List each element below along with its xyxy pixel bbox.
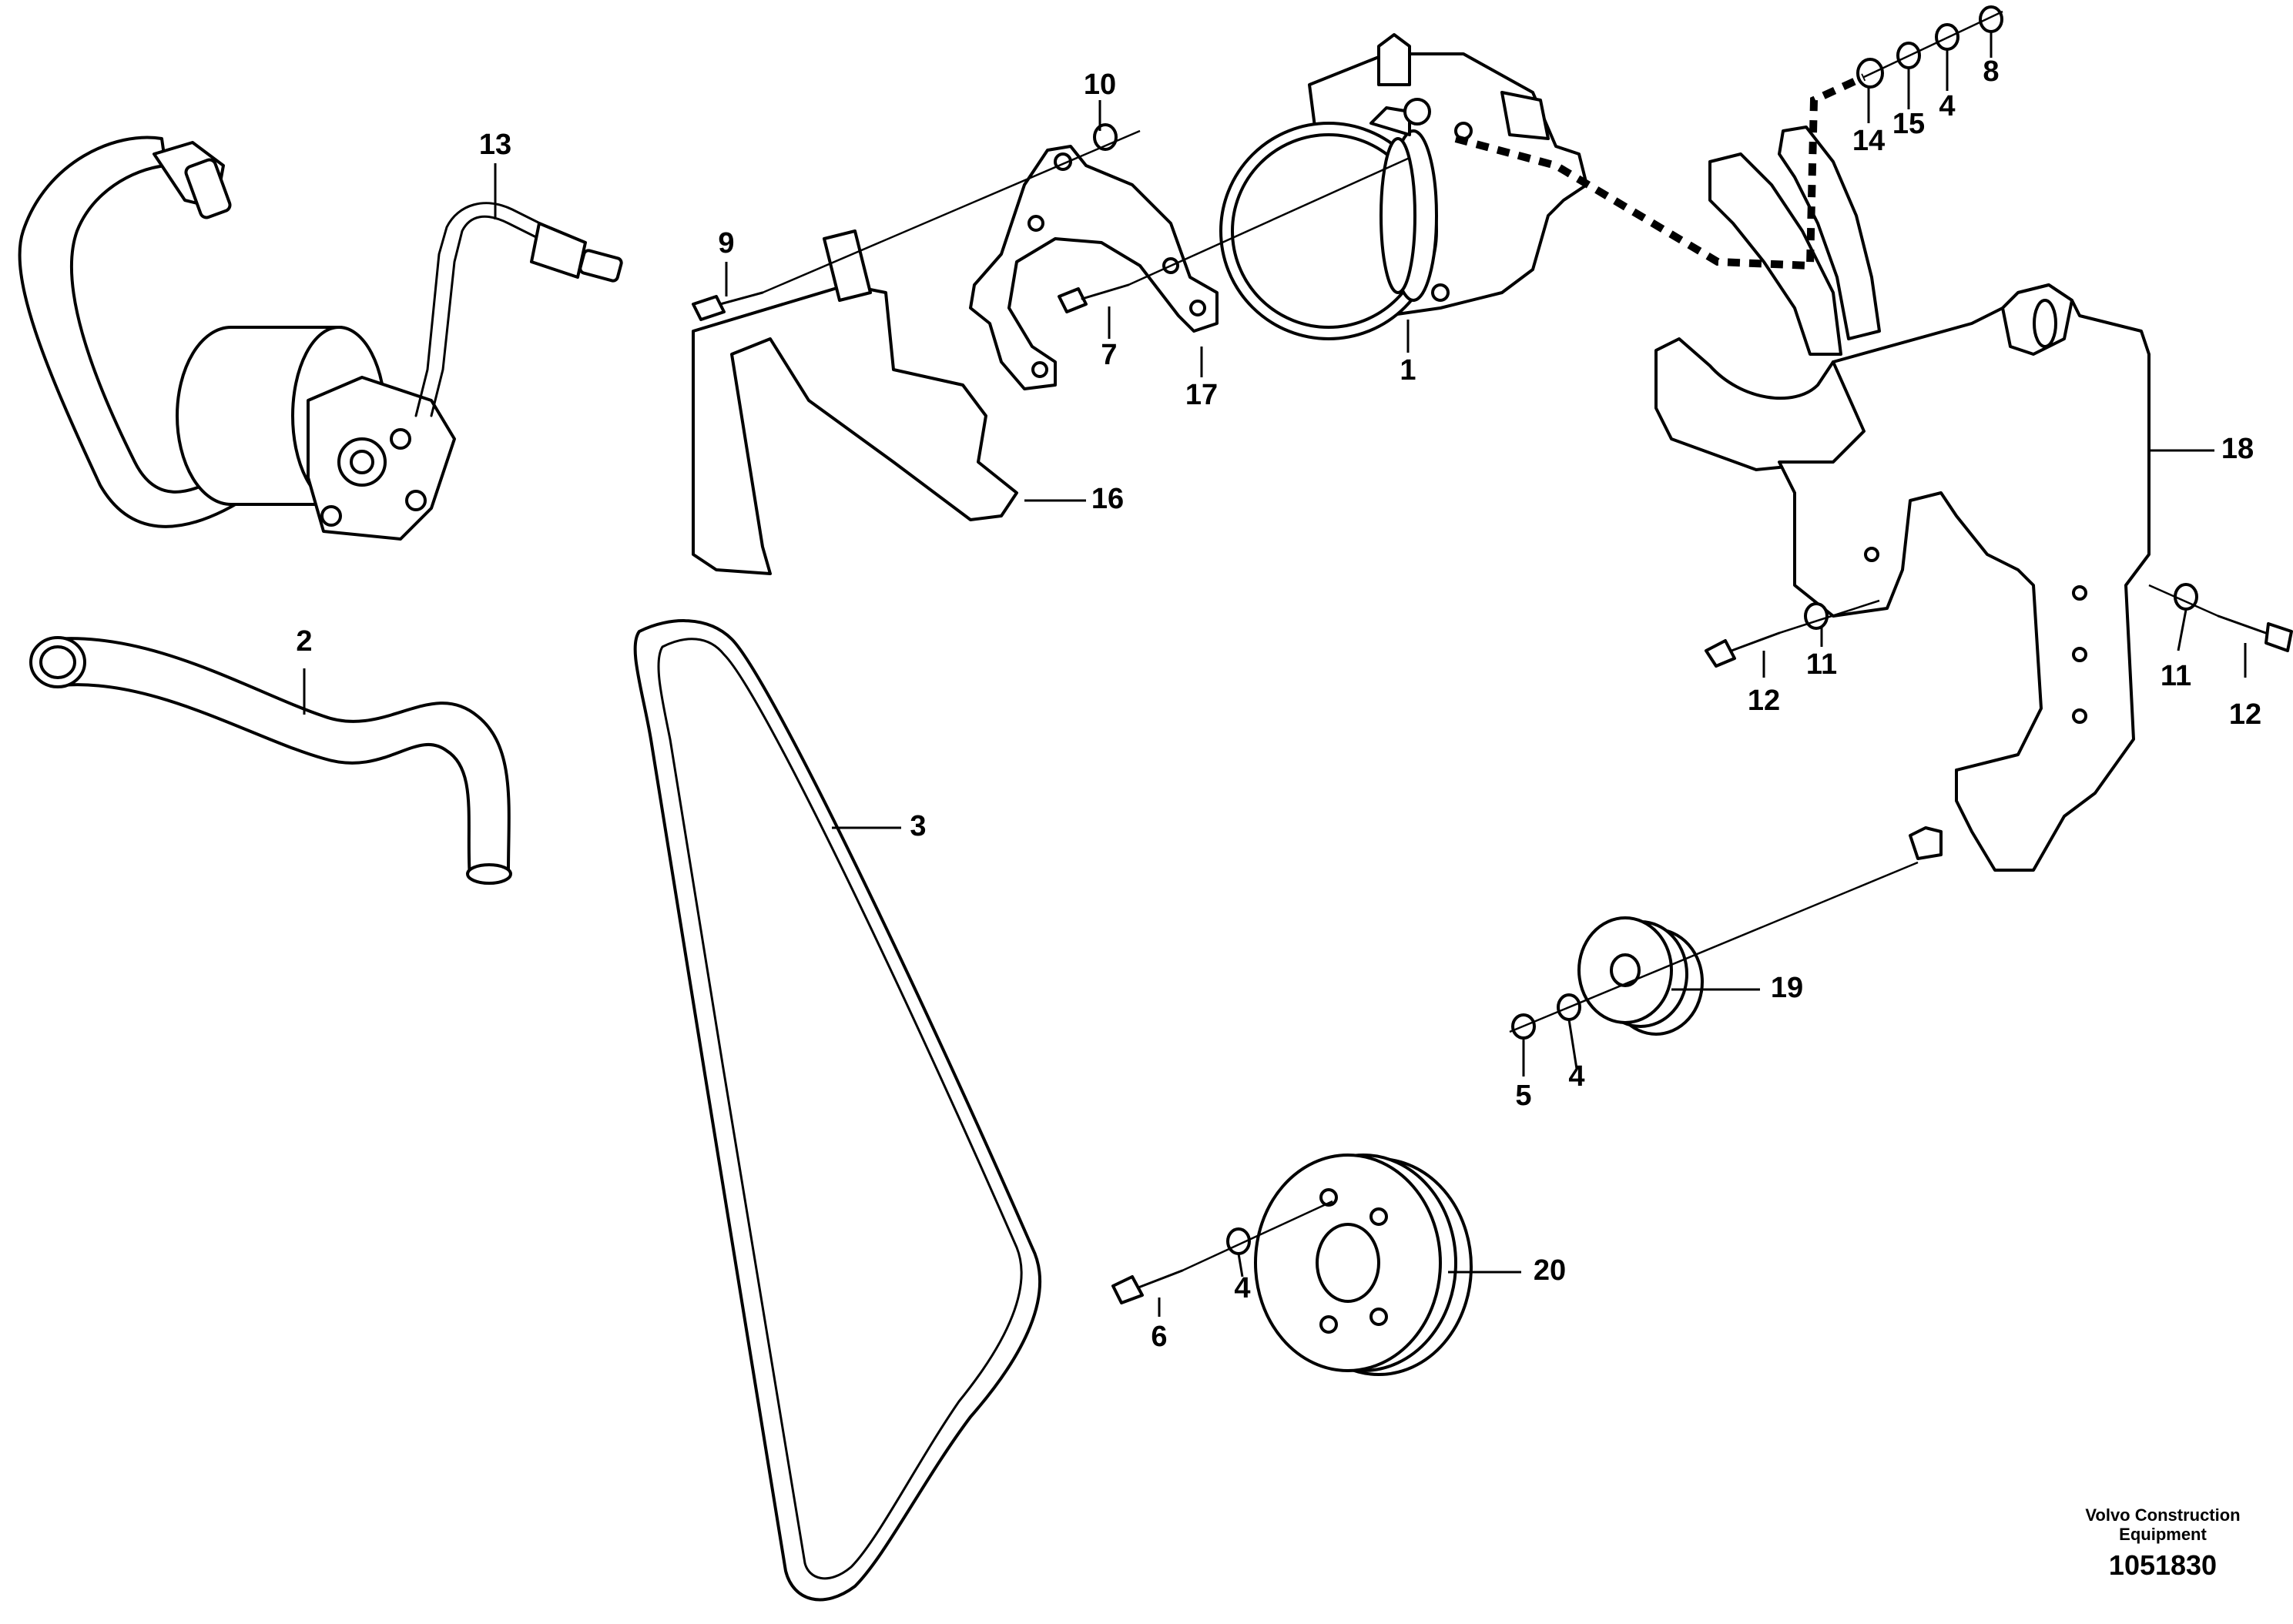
callout-8: 8 (1983, 55, 1999, 88)
callout-12-left: 12 (1748, 685, 1780, 717)
document-reference: Volvo Construction Equipment 1051830 (2085, 1505, 2240, 1581)
callout-2: 2 (296, 625, 312, 658)
callout-13: 13 (479, 129, 511, 161)
callout-10: 10 (1084, 69, 1116, 101)
company-name-line1: Volvo Construction (2085, 1505, 2240, 1525)
callout-11-right: 11 (2161, 660, 2191, 692)
callout-4-idler: 4 (1568, 1060, 1584, 1093)
assembly-lines (762, 10, 2219, 1272)
idler-pulley-19 (1577, 916, 1704, 1036)
callout-12-right: 12 (2229, 698, 2261, 731)
callout-7: 7 (1101, 339, 1117, 371)
main-bracket-18 (1654, 126, 2151, 872)
callout-16: 16 (1091, 483, 1124, 515)
hose-2 (29, 636, 512, 885)
callout-15: 15 (1892, 108, 1925, 140)
callout-17: 17 (1185, 379, 1218, 411)
callout-9: 9 (718, 227, 734, 260)
v-belt-3 (633, 619, 1042, 1602)
crank-pulley-20 (1254, 1154, 1473, 1376)
callout-11-left: 11 (1806, 648, 1837, 681)
callout-4-top: 4 (1939, 90, 1955, 122)
company-name-line2: Equipment (2119, 1525, 2207, 1544)
callout-4-crank: 4 (1234, 1272, 1250, 1304)
bracket-16 (692, 229, 1018, 575)
document-number: 1051830 (2109, 1549, 2217, 1581)
callout-14: 14 (1852, 125, 1885, 157)
callout-1: 1 (1400, 354, 1416, 387)
callout-20: 20 (1534, 1254, 1566, 1287)
callout-labels: 13 9 10 7 17 1 16 14 15 4 8 18 2 3 12 11… (296, 55, 2261, 1353)
compressor-hose-assembly (18, 136, 623, 541)
callout-19: 19 (1771, 972, 1803, 1004)
leader-lines (303, 32, 2247, 1317)
plate-17 (969, 145, 1219, 390)
ac-compressor (1219, 33, 1588, 340)
callout-3: 3 (910, 810, 926, 842)
callout-5: 5 (1515, 1080, 1531, 1112)
callout-18: 18 (2221, 433, 2254, 465)
callout-6: 6 (1151, 1321, 1167, 1353)
